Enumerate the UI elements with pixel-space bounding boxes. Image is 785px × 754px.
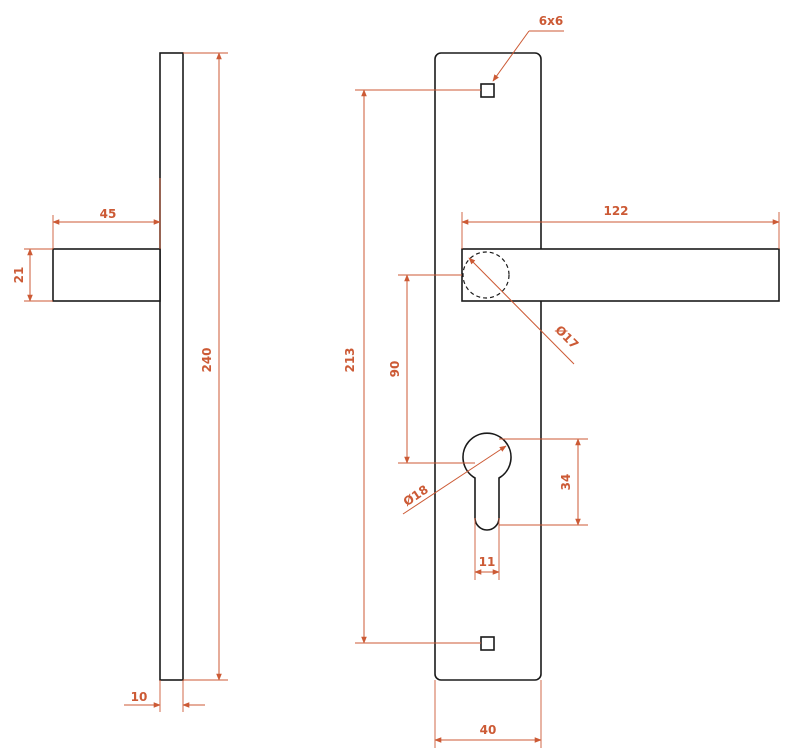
label-spindle: Ø17	[552, 323, 581, 352]
label-screw-hole: 6x6	[539, 14, 563, 28]
leader-spindle	[468, 257, 575, 365]
label-cylinder-width: 11	[479, 555, 496, 569]
label-cylinder-height: 34	[559, 474, 573, 491]
side-plate	[159, 52, 184, 681]
label-spindle-to-cylinder: 90	[388, 361, 402, 378]
label-side-lever-length: 45	[100, 207, 117, 221]
front-plate	[434, 52, 542, 681]
label-front-lever-length: 122	[603, 204, 628, 218]
spindle-circle	[462, 251, 510, 299]
label-plate-width: 40	[480, 723, 497, 737]
screw-hole-bottom	[480, 636, 495, 651]
label-side-lever-height: 21	[12, 267, 26, 284]
leader-cylinder-diameter	[402, 445, 507, 515]
side-lever	[52, 248, 161, 302]
leader-screw-hole	[492, 30, 530, 82]
label-side-plate-thickness: 10	[131, 690, 148, 704]
label-hole-spacing: 213	[343, 347, 357, 372]
cylinder-cutout	[462, 432, 512, 531]
front-lever	[461, 248, 780, 302]
front-view: 6x6 213 122 Ø17 90 Ø18 34 11	[343, 14, 780, 748]
side-view: 45 21 240 10	[12, 52, 228, 712]
screw-hole-top	[480, 83, 495, 98]
label-side-plate-height: 240	[200, 347, 214, 372]
